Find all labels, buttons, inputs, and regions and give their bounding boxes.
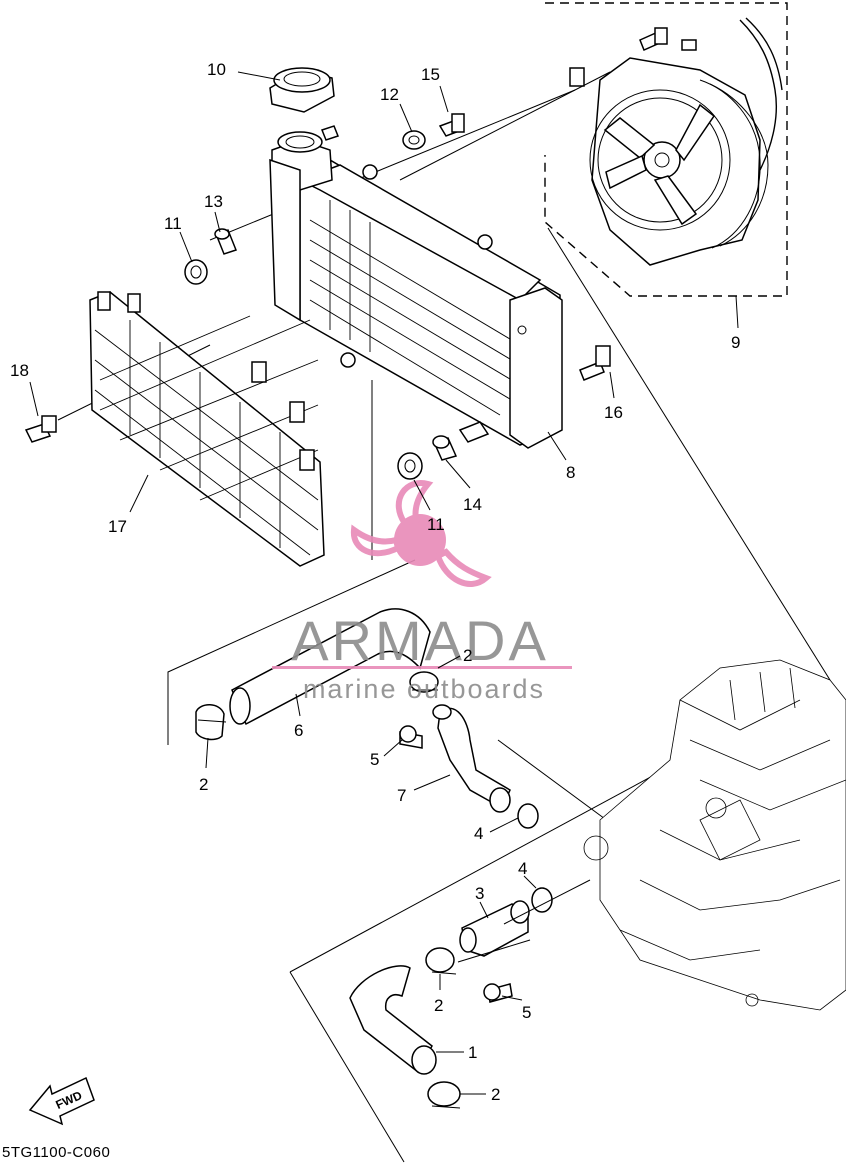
o-ring-4-a: [517, 803, 539, 829]
callout-1: 1: [468, 1043, 477, 1062]
radiator-grille: [89, 291, 325, 567]
collar-13: [214, 228, 237, 255]
callout-18: 18: [10, 361, 29, 380]
callout-13: 13: [204, 192, 223, 211]
leader-fan-bracket: [399, 71, 611, 181]
hose-group-frame: [167, 559, 416, 745]
callout-3: 3: [475, 884, 484, 903]
leader-fan-mount: [209, 89, 576, 241]
leader-pipe-7: [497, 739, 621, 831]
engine-block: [583, 659, 846, 1011]
watermark-tagline: marine outboards: [303, 674, 545, 704]
leader-radiator-engine: [547, 227, 831, 681]
callout-4-a: 4: [474, 824, 483, 843]
clamp-2-b: [409, 671, 439, 693]
leader-clamp-c: [457, 939, 531, 963]
bolt-5-b: [483, 983, 513, 1003]
fwd-arrow-icon: FWD: [28, 1076, 95, 1126]
collar-14: [432, 435, 458, 461]
callout-8: 8: [566, 463, 575, 482]
callout-7: 7: [397, 786, 406, 805]
callout-2-b: 2: [199, 775, 208, 794]
callouts: 10 12 15 13 11 18 17 9 16 8 14 11: [10, 60, 740, 1104]
radiator: [269, 125, 563, 449]
pipe-7: [432, 704, 511, 813]
watermark-rule: [272, 666, 572, 669]
grommet-11-top: [184, 259, 208, 285]
fan-assembly: [544, 2, 788, 297]
clamp-2-c: [425, 947, 457, 975]
callout-2-c: 2: [434, 996, 443, 1015]
callout-10: 10: [207, 60, 226, 79]
bolt-5-a: [399, 725, 423, 749]
watermark-logo: ARMADA marine outboards: [272, 480, 572, 704]
propeller-hub: [394, 514, 446, 566]
clamp-2-a: [195, 704, 227, 741]
callout-6: 6: [294, 721, 303, 740]
bolt-15: [438, 113, 465, 137]
bolt-16: [579, 345, 611, 381]
bolt-18: [24, 415, 57, 443]
callout-9: 9: [731, 333, 740, 352]
callout-11-bottom: 11: [427, 515, 445, 534]
callout-5-b: 5: [522, 1003, 531, 1022]
diagram-code: 5TG1100-C060: [2, 1144, 110, 1161]
propeller-icon: [350, 480, 492, 587]
grommet-11-bottom: [397, 452, 423, 480]
callout-15: 15: [421, 65, 440, 84]
grommet-12: [402, 130, 426, 150]
callout-11-top: 11: [164, 214, 182, 233]
hose-1: [349, 965, 437, 1075]
callout-16: 16: [604, 403, 623, 422]
callout-2-a: 2: [463, 646, 472, 665]
callout-12: 12: [380, 85, 399, 104]
pipe-3: [459, 900, 530, 957]
callout-5-a: 5: [370, 750, 379, 769]
watermark-brand: ARMADA: [291, 609, 549, 672]
radiator-cap: [269, 67, 335, 113]
callout-17: 17: [108, 517, 127, 536]
fan-dashed-frame: [544, 2, 788, 297]
callout-4-b: 4: [518, 859, 527, 878]
callout-2-d: 2: [491, 1085, 500, 1104]
leader-lower-left: [289, 971, 405, 1163]
leader-pipe-3: [503, 879, 591, 925]
clamp-2-d: [427, 1081, 461, 1109]
callout-14: 14: [463, 495, 482, 514]
